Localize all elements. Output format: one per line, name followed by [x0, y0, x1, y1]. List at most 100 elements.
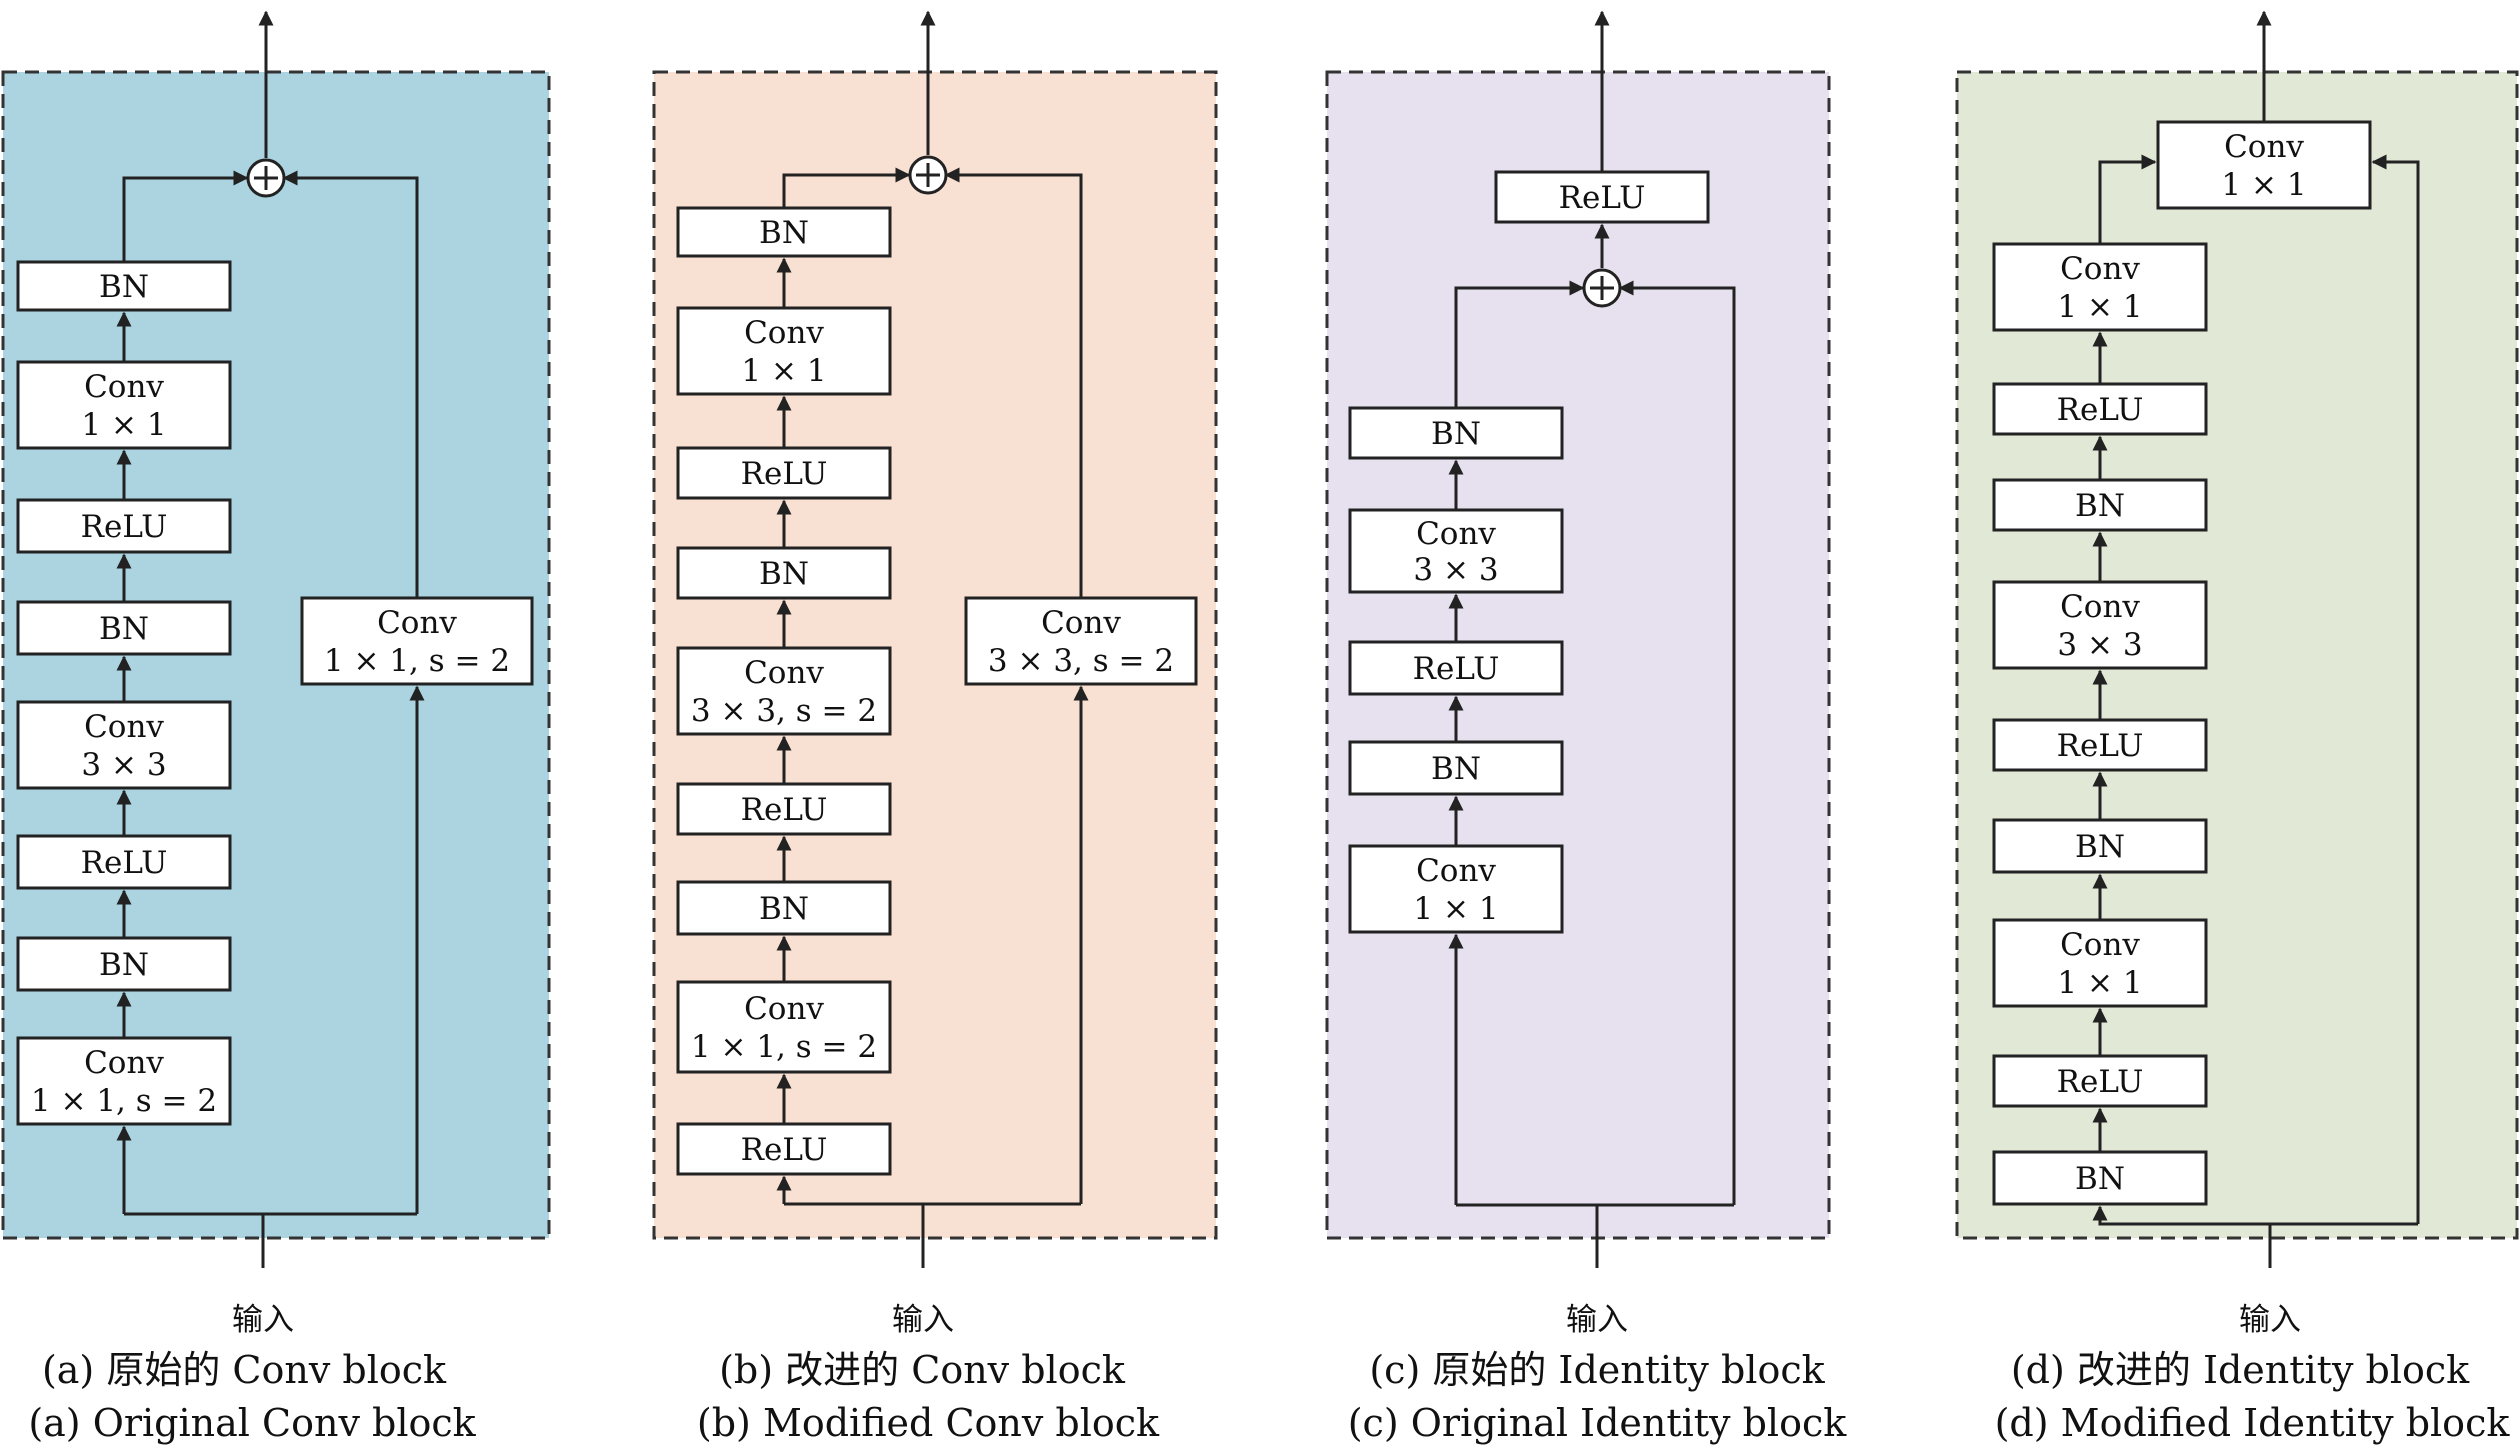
panel-c-block-bn-2: BN [1348, 406, 1564, 460]
panel-a-block-conv-1x1: Conv 1 × 1 [16, 360, 232, 450]
panel-c-block-relu-1: ReLU [1348, 640, 1564, 696]
panel-d-block-relu-1: ReLU [1992, 1054, 2208, 1108]
panel-b-block-conv-3x3-s2: Conv 3 × 3, s = 2 [676, 646, 892, 736]
panel-a: Conv 1 × 1, s = 2 BN ReLU Conv 3 × 3 BN … [1, 10, 551, 1445]
panel-b-block-bn-3: BN [676, 206, 892, 258]
panel-b-block-relu-2: ReLU [676, 782, 892, 836]
panel-c-connections [1448, 10, 1736, 1268]
block-sublabel: 1 × 1 [81, 407, 166, 443]
block-label: Conv [2224, 129, 2304, 165]
block-sublabel: 1 × 1 [2057, 289, 2142, 325]
block-sublabel: 3 × 3 [81, 747, 166, 783]
panel-d-block-relu-3: ReLU [1992, 382, 2208, 436]
block-label: Conv [2060, 251, 2140, 287]
panel-b-block-conv-1x1-s2: Conv 1 × 1, s = 2 [676, 980, 892, 1074]
block-label: BN [99, 611, 149, 647]
panel-d-block-conv-1x1-b: Conv 1 × 1 [1992, 242, 2208, 332]
panel-d-block-conv-3x3: Conv 3 × 3 [1992, 580, 2208, 670]
panel-a-block-bn-1: BN [16, 936, 232, 992]
block-label: Conv [84, 709, 164, 745]
block-sublabel: 1 × 1 [741, 353, 826, 389]
block-label: BN [759, 891, 809, 927]
block-label: ReLU [741, 456, 828, 492]
panel-c-block-conv-3x3: Conv 3 × 3 [1348, 508, 1564, 594]
block-label: Conv [744, 991, 824, 1027]
panel-d-output-conv-1x1: Conv 1 × 1 [2156, 120, 2372, 210]
panel-d-caption-cn: (d) 改进的 Identity block [2011, 1348, 2470, 1392]
block-sublabel: 1 × 1 [1413, 891, 1498, 927]
block-sublabel: 1 × 1 [2221, 167, 2306, 203]
block-label: ReLU [1559, 180, 1646, 216]
block-label: ReLU [2057, 1064, 2144, 1100]
block-sublabel: 3 × 3, s = 2 [988, 643, 1174, 679]
block-label: ReLU [2057, 392, 2144, 428]
block-label: BN [99, 947, 149, 983]
block-sublabel: 1 × 1 [2057, 965, 2142, 1001]
block-sublabel: 3 × 3 [1413, 552, 1498, 588]
panel-c-caption-cn: (c) 原始的 Identity block [1369, 1348, 1825, 1392]
panel-c-output-relu: ReLU [1494, 170, 1710, 224]
block-label: Conv [2060, 589, 2140, 625]
block-label: ReLU [1413, 651, 1500, 687]
block-label: BN [2075, 1161, 2125, 1197]
block-label: BN [1431, 416, 1481, 452]
panel-b-caption-cn: (b) 改进的 Conv block [719, 1348, 1126, 1392]
panel-d-input-label: 输入 [2239, 1302, 2301, 1338]
panel-a-shortcut-conv: Conv 1 × 1, s = 2 [300, 596, 534, 686]
block-label: ReLU [2057, 728, 2144, 764]
block-sublabel: 1 × 1, s = 2 [31, 1083, 217, 1119]
panel-b-block-bn-2: BN [676, 546, 892, 600]
panel-a-caption-cn: (a) 原始的 Conv block [42, 1348, 447, 1392]
panel-a-connections [116, 10, 425, 1268]
panel-a-add-node [246, 158, 286, 198]
panel-a-input-label: 输入 [232, 1302, 294, 1338]
block-label: Conv [1416, 516, 1496, 552]
panel-d-block-bn-3: BN [1992, 478, 2208, 532]
panel-b-connections [776, 10, 1089, 1268]
panel-b-block-relu-3: ReLU [676, 446, 892, 500]
block-label: Conv [84, 1045, 164, 1081]
panel-a-block-conv-3x3: Conv 3 × 3 [16, 700, 232, 790]
panel-d-caption-en: (d) Modified Identity block [1995, 1401, 2511, 1445]
panel-c-block-conv-1x1: Conv 1 × 1 [1348, 844, 1564, 934]
panel-a-block-relu-2: ReLU [16, 498, 232, 554]
block-label: BN [2075, 829, 2125, 865]
block-label: Conv [2060, 927, 2140, 963]
block-label: BN [759, 556, 809, 592]
block-sublabel: 3 × 3, s = 2 [691, 693, 877, 729]
block-label: Conv [1416, 853, 1496, 889]
block-label: BN [759, 215, 809, 251]
block-label: Conv [84, 369, 164, 405]
panel-d-block-bn-1: BN [1992, 1150, 2208, 1206]
panel-a-block-bn-3: BN [16, 260, 232, 312]
panel-b-caption-en: (b) Modified Conv block [697, 1401, 1160, 1445]
block-label: Conv [744, 315, 824, 351]
block-sublabel: 3 × 3 [2057, 627, 2142, 663]
panel-b-block-bn-1: BN [676, 880, 892, 936]
block-label: ReLU [741, 792, 828, 828]
block-label: ReLU [741, 1132, 828, 1168]
panel-d-connections [2092, 10, 2420, 1268]
panel-d: BN ReLU Conv 1 × 1 BN ReLU Conv 3 × 3 BN [1955, 10, 2519, 1445]
panel-a-block-bn-2: BN [16, 600, 232, 656]
panel-a-block-relu-1: ReLU [16, 834, 232, 890]
panel-c-input-label: 输入 [1566, 1302, 1628, 1338]
block-label: ReLU [81, 509, 168, 545]
panel-a-block-conv-1x1-s2: Conv 1 × 1, s = 2 [16, 1036, 232, 1126]
panel-b-add-node [908, 155, 948, 195]
panel-b-block-relu-1: ReLU [676, 1122, 892, 1176]
panel-d-block-conv-1x1-a: Conv 1 × 1 [1992, 918, 2208, 1008]
panel-c-add-node [1582, 268, 1622, 308]
block-label: ReLU [81, 845, 168, 881]
block-label: BN [1431, 751, 1481, 787]
panel-c: Conv 1 × 1 BN ReLU Conv 3 × 3 BN ReLU [1325, 10, 1847, 1445]
panel-b-block-conv-1x1: Conv 1 × 1 [676, 306, 892, 396]
block-sublabel: 1 × 1, s = 2 [324, 643, 510, 679]
block-label: Conv [377, 605, 457, 641]
panel-c-block-bn-1: BN [1348, 740, 1564, 796]
block-label: BN [99, 269, 149, 305]
panel-b-shortcut-conv: Conv 3 × 3, s = 2 [964, 596, 1198, 686]
block-label: BN [2075, 488, 2125, 524]
block-label: Conv [1041, 605, 1121, 641]
